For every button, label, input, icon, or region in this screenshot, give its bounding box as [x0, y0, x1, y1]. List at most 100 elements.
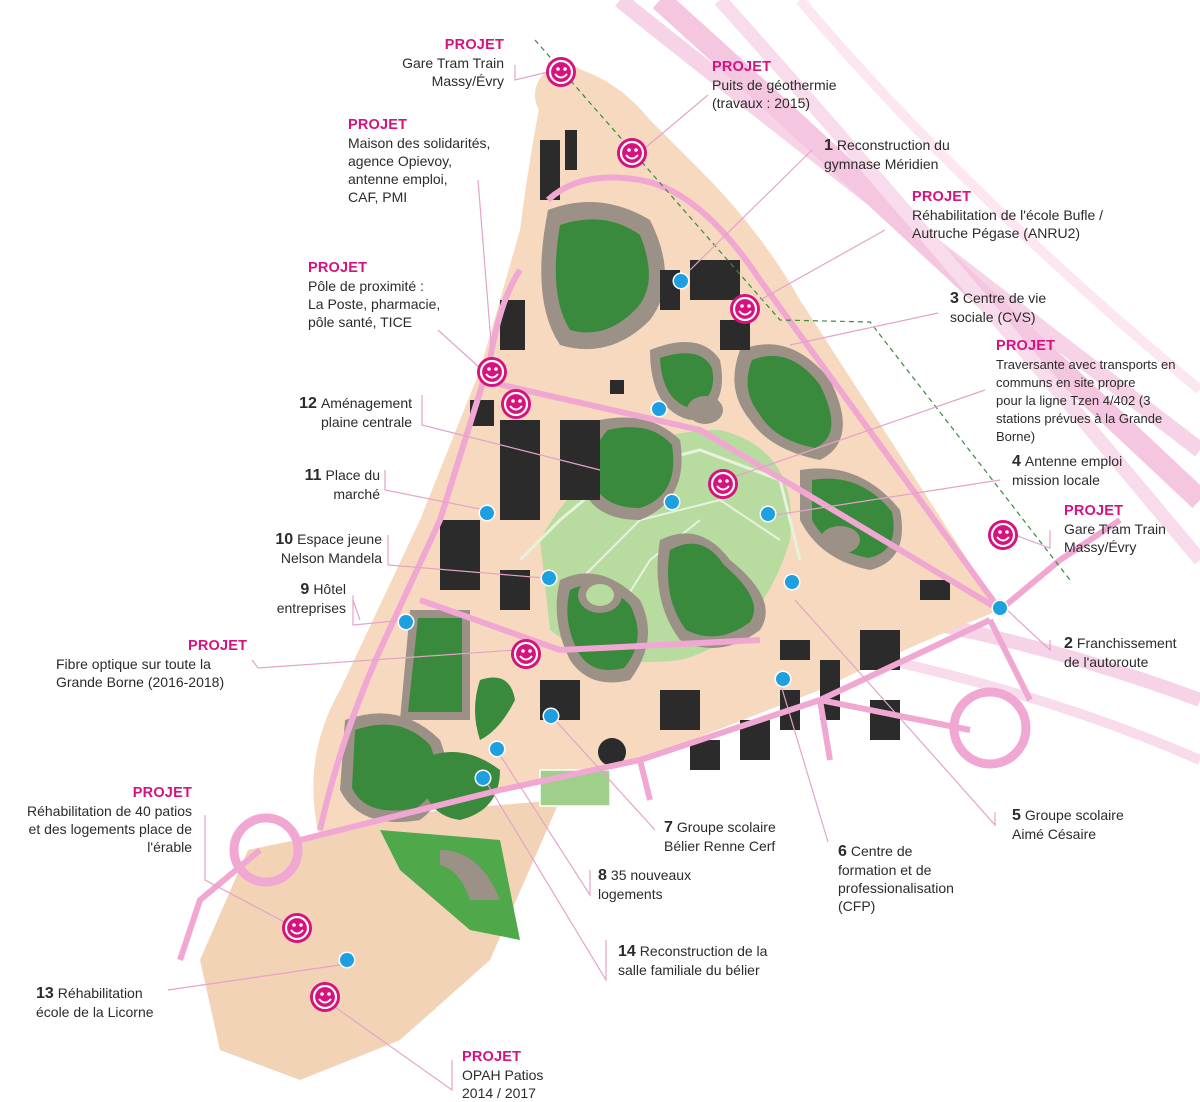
label-text: 35 nouveaux logements — [598, 867, 692, 902]
blue-dot-icon[interactable] — [774, 670, 792, 688]
label-text: Groupe scolaire Bélier Renne Cerf — [664, 819, 776, 854]
label-text: Reconstruction du gymnase Méridien — [824, 137, 950, 172]
item-number: 12 — [299, 395, 317, 412]
blue-dot-icon[interactable] — [650, 400, 668, 418]
label-text: Centre de vie sociale (CVS) — [950, 290, 1047, 325]
project-title: PROJET — [712, 59, 772, 75]
project-title: PROJET — [188, 638, 248, 654]
label-text: Puits de géothermie (travaux : 2015) — [712, 77, 837, 111]
project-label-fibre: PROJET Fibre optique sur toute la Grande… — [56, 637, 247, 691]
smiley-icon[interactable] — [615, 136, 649, 170]
label-text: OPAH Patios 2014 / 2017 — [462, 1067, 544, 1101]
item-number: 9 — [300, 581, 310, 598]
project-title: PROJET — [462, 1049, 522, 1065]
project-label-opah: PROJET OPAH Patios 2014 / 2017 — [462, 1048, 543, 1102]
label-text: Traversante avec transports en communs e… — [996, 357, 1176, 444]
project-label-patios: PROJET Réhabilitation de 40 patios et de… — [27, 784, 192, 856]
project-title: PROJET — [996, 338, 1056, 354]
blue-dot-icon[interactable] — [338, 951, 356, 969]
item-number: 4 — [1012, 453, 1021, 470]
blue-dot-icon[interactable] — [474, 769, 492, 787]
blue-dot-icon[interactable] — [397, 613, 415, 631]
label-text: Espace jeune Nelson Mandela — [280, 531, 382, 566]
project-title: PROJET — [912, 189, 972, 205]
smiley-icon[interactable] — [728, 292, 762, 326]
label-text: Gare Tram Train Massy/Évry — [1064, 521, 1166, 555]
blue-dot-icon[interactable] — [663, 493, 681, 511]
item-number: 11 — [304, 467, 322, 484]
blue-dot-icon[interactable] — [478, 504, 496, 522]
smiley-icon[interactable] — [280, 911, 314, 945]
label-text: Groupe scolaire Aimé Césaire — [1012, 807, 1124, 842]
project-title: PROJET — [444, 37, 504, 53]
label-text: Centre de formation et de professionalis… — [838, 843, 954, 914]
label-text: Hôtel entreprises — [276, 581, 346, 616]
smiley-icon[interactable] — [475, 355, 509, 389]
smiley-icon[interactable] — [308, 980, 342, 1014]
roads — [177, 174, 1122, 961]
item-number: 8 — [598, 867, 607, 884]
blue-dot-icon[interactable] — [783, 573, 801, 591]
item-number: 10 — [275, 531, 294, 548]
roundabouts — [229, 687, 1031, 887]
project-title: PROJET — [132, 785, 192, 801]
item-number: 5 — [1012, 807, 1021, 824]
project-label-geothermie: PROJET Puits de géothermie (travaux : 20… — [712, 58, 837, 112]
label-text: Place du marché — [325, 467, 380, 502]
item-number: 3 — [950, 290, 959, 307]
project-label-gare-top: PROJET Gare Tram Train Massy/Évry — [402, 36, 504, 90]
label-text: Réhabilitation de 40 patios et des logem… — [26, 803, 192, 855]
item-number: 14 — [618, 943, 636, 960]
label-text: Maison des solidarités, agence Opievoy, … — [348, 135, 491, 205]
label-text: Gare Tram Train Massy/Évry — [402, 55, 504, 89]
housing-blocks — [340, 202, 902, 940]
label-text: Fibre optique sur toute la Grande Borne … — [56, 656, 225, 690]
smiley-icon[interactable] — [544, 55, 578, 89]
smiley-icon[interactable] — [499, 387, 533, 421]
blue-dot-icon[interactable] — [542, 707, 560, 725]
project-label-gare-right: PROJET Gare Tram Train Massy/Évry — [1064, 502, 1166, 556]
label-text: Reconstruction de la salle familiale du … — [618, 943, 768, 978]
project-label-pole: PROJET Pôle de proximité : La Poste, pha… — [308, 259, 440, 331]
blue-dot-icon[interactable] — [991, 599, 1009, 617]
item-number: 2 — [1064, 635, 1073, 652]
project-title: PROJET — [1064, 503, 1124, 519]
project-label-traversante: PROJET Traversante avec transports en co… — [996, 337, 1175, 445]
smiley-icon[interactable] — [986, 518, 1020, 552]
project-label-maison: PROJET Maison des solidarités, agence Op… — [348, 116, 490, 206]
label-text: Antenne emploi mission locale — [1012, 453, 1123, 488]
project-label-bufle: PROJET Réhabilitation de l'école Bufle /… — [912, 188, 1103, 242]
label-text: Réhabilitation école de la Licorne — [36, 985, 154, 1020]
item-number: 1 — [824, 137, 833, 154]
boundary-line — [534, 39, 1071, 581]
label-text: Aménagement plaine centrale — [320, 395, 412, 430]
item-number: 6 — [838, 843, 847, 860]
leader-lines — [167, 65, 1051, 1092]
label-text: Franchissement de l'autoroute — [1064, 635, 1177, 670]
blue-dot-icon[interactable] — [672, 272, 690, 290]
label-text: Pôle de proximité : La Poste, pharmacie,… — [308, 278, 441, 330]
blue-dot-icon[interactable] — [759, 505, 777, 523]
smiley-icon[interactable] — [509, 637, 543, 671]
project-title: PROJET — [308, 260, 368, 276]
project-title: PROJET — [348, 117, 408, 133]
blue-dot-icon[interactable] — [540, 569, 558, 587]
blue-dot-icon[interactable] — [488, 740, 506, 758]
smiley-icon[interactable] — [706, 467, 740, 501]
item-number: 13 — [36, 985, 54, 1002]
